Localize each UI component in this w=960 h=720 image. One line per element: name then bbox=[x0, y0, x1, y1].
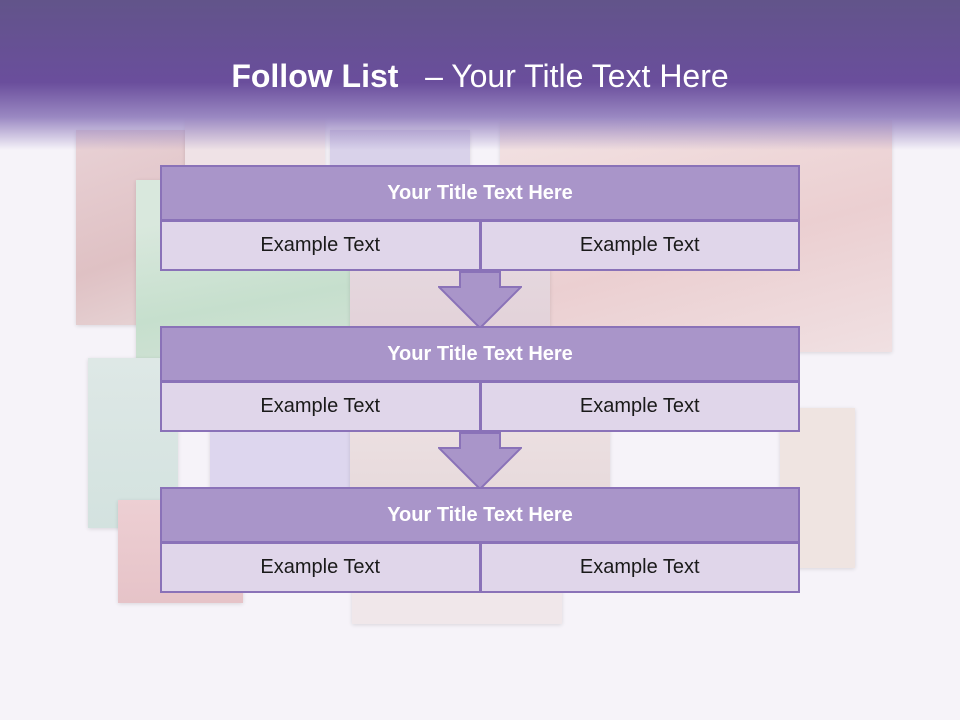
slide-title-bold: Follow List bbox=[231, 58, 399, 94]
title-banner bbox=[0, 0, 960, 150]
list-block-3: Your Title Text Here Example Text Exampl… bbox=[160, 487, 800, 593]
list-block-1: Your Title Text Here Example Text Exampl… bbox=[160, 165, 800, 271]
slide-title: Follow List – Your Title Text Here bbox=[0, 56, 960, 96]
block-cell-right[interactable]: Example Text bbox=[480, 382, 800, 432]
block-cell-right[interactable]: Example Text bbox=[480, 543, 800, 593]
block-title[interactable]: Your Title Text Here bbox=[160, 487, 800, 543]
block-title[interactable]: Your Title Text Here bbox=[160, 326, 800, 382]
block-cell-right[interactable]: Example Text bbox=[480, 221, 800, 271]
block-cell-left[interactable]: Example Text bbox=[160, 221, 481, 271]
down-arrow-icon bbox=[438, 432, 522, 490]
block-cell-left[interactable]: Example Text bbox=[160, 543, 481, 593]
list-block-2: Your Title Text Here Example Text Exampl… bbox=[160, 326, 800, 432]
block-row: Example Text Example Text bbox=[160, 221, 800, 271]
block-cell-left[interactable]: Example Text bbox=[160, 382, 481, 432]
block-row: Example Text Example Text bbox=[160, 382, 800, 432]
block-row: Example Text Example Text bbox=[160, 543, 800, 593]
block-title[interactable]: Your Title Text Here bbox=[160, 165, 800, 221]
down-arrow-icon bbox=[438, 271, 522, 329]
slide-title-rest: – Your Title Text Here bbox=[425, 58, 729, 94]
